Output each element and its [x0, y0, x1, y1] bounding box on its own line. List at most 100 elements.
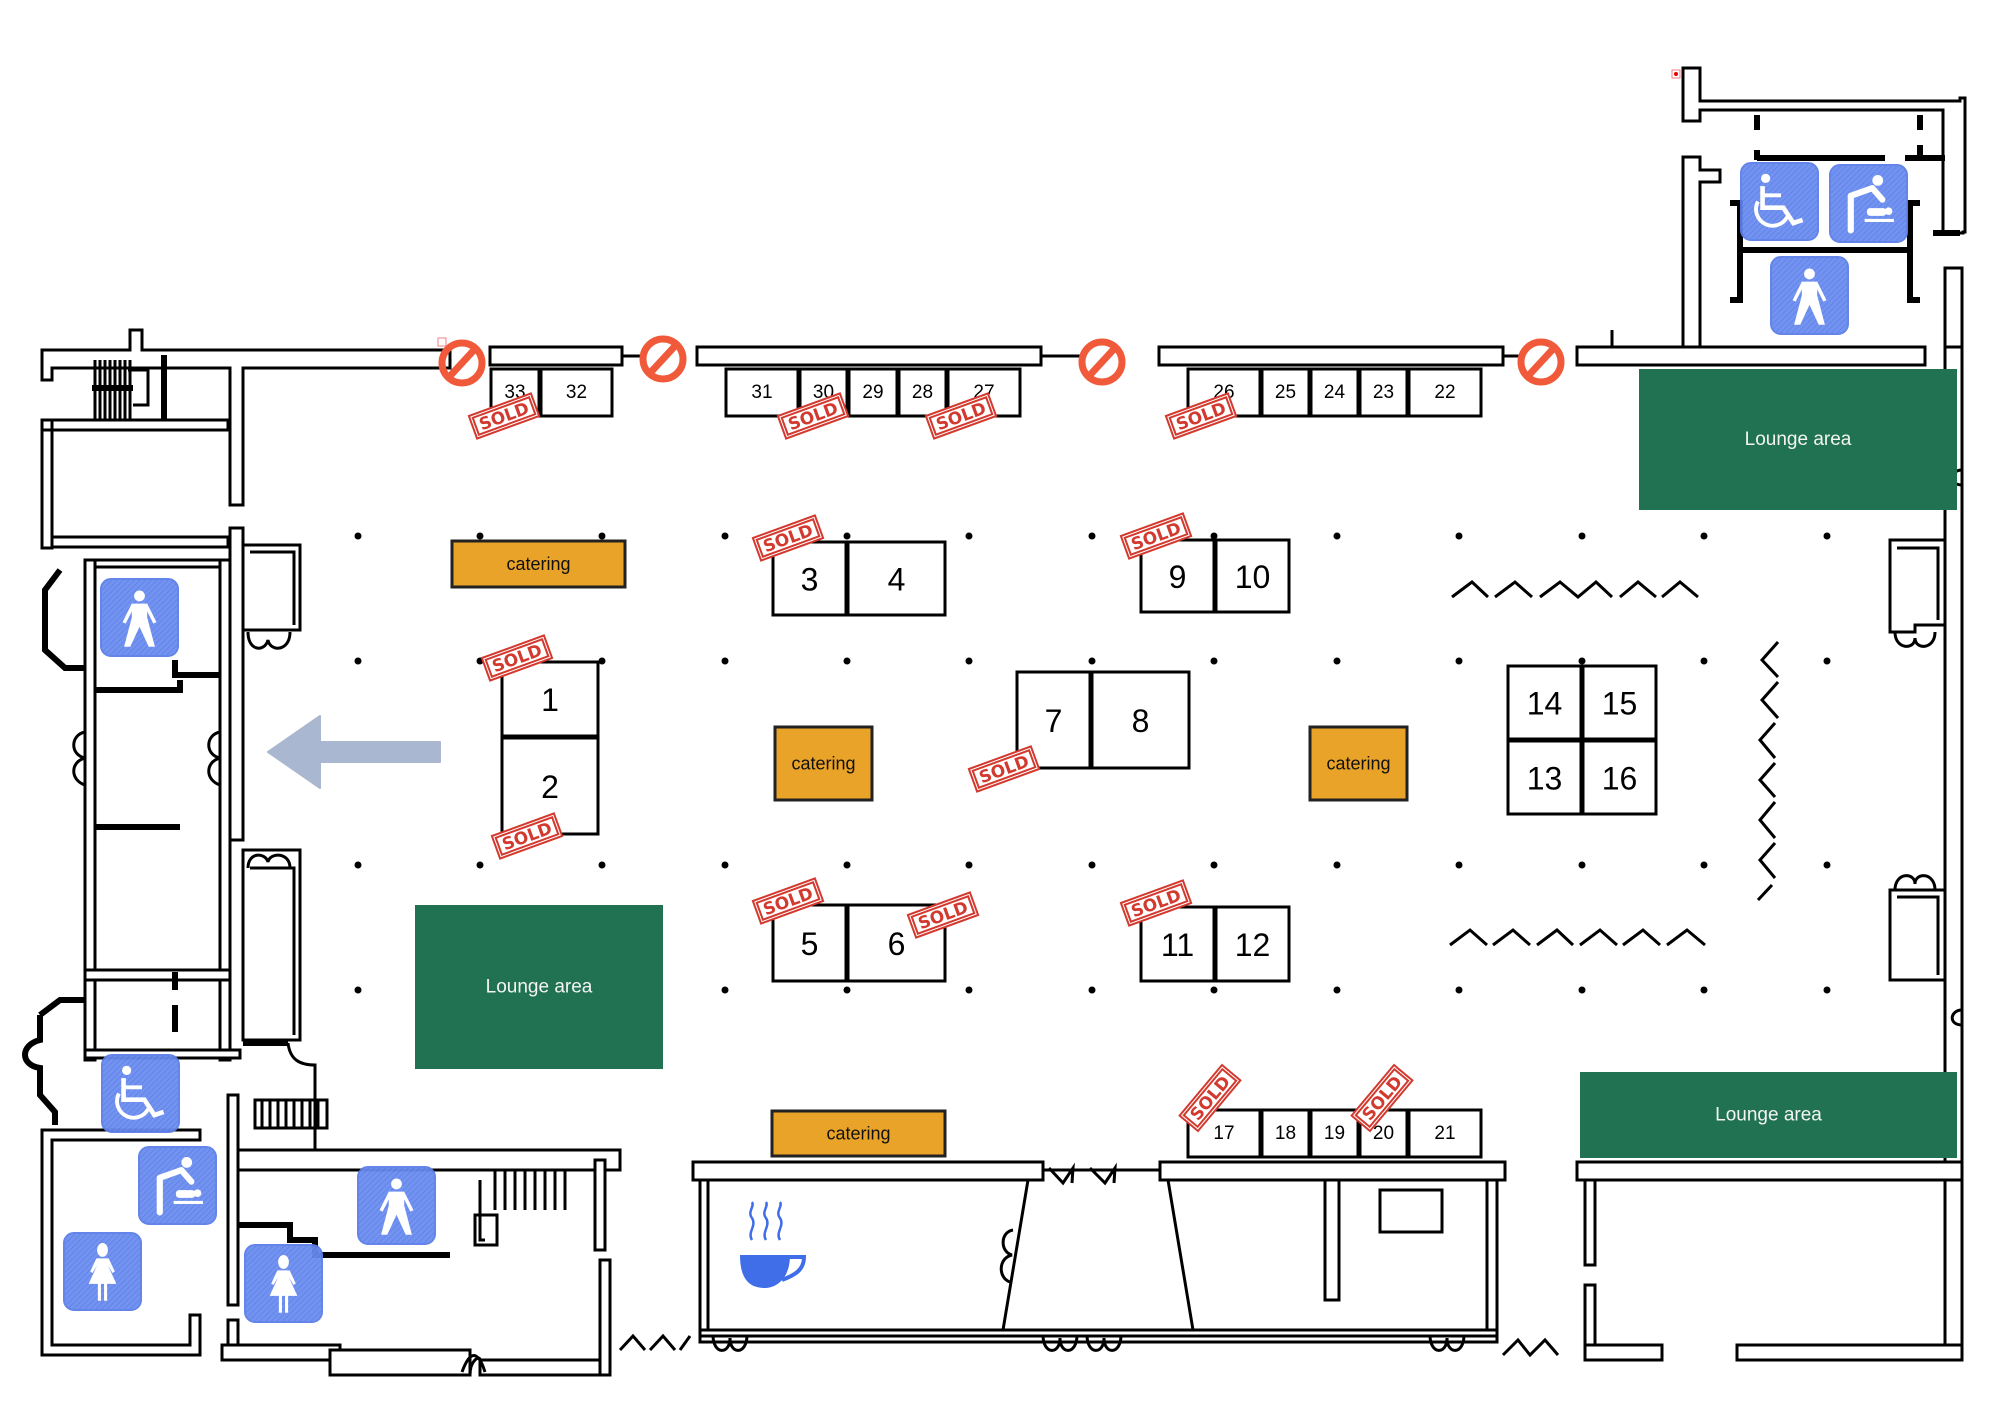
booth-14[interactable]: 14 [1506, 664, 1583, 741]
booth-15[interactable]: 15 [1581, 664, 1658, 741]
lounge-label: Lounge area [1715, 1105, 1822, 1126]
pillar [1700, 657, 1708, 665]
booth-5[interactable]: 5 [771, 903, 848, 983]
booth-number: 2 [541, 769, 559, 805]
booth-number: 21 [1434, 1123, 1455, 1144]
booth-number: 7 [1045, 703, 1063, 739]
booth-29[interactable]: 29 [847, 367, 899, 418]
booth-21[interactable]: 21 [1407, 1108, 1483, 1159]
wall-top-left [40, 328, 452, 507]
booth-18[interactable]: 18 [1260, 1108, 1311, 1159]
booth-19[interactable]: 19 [1309, 1108, 1360, 1159]
booth-number: 3 [801, 562, 819, 598]
female-toilet-icon [63, 1232, 142, 1311]
sold-stamp: SOLD [924, 392, 998, 440]
booth-number: 24 [1324, 382, 1346, 403]
booth-6[interactable]: 6 [846, 903, 947, 983]
booth-10[interactable]: 10 [1214, 538, 1291, 614]
wall-top-a [488, 345, 624, 367]
building-walls [22, 66, 1967, 1377]
pillar [843, 861, 851, 869]
pillar [1700, 532, 1708, 540]
booth-16[interactable]: 16 [1581, 739, 1658, 816]
booth-number: 19 [1324, 1123, 1345, 1144]
pillar [1823, 986, 1831, 994]
booth-22[interactable]: 22 [1407, 367, 1483, 418]
pillar [1333, 861, 1341, 869]
baby-change-icon [138, 1146, 217, 1225]
catering-area[interactable]: catering [770, 1109, 947, 1158]
booth-number: 28 [912, 382, 933, 403]
male-toilet-icon [1770, 256, 1849, 335]
wall-ne-block [1681, 66, 1967, 235]
booth-number: 16 [1602, 761, 1638, 797]
booth-13[interactable]: 13 [1506, 739, 1583, 816]
pillar [1455, 861, 1463, 869]
stairs-sw [253, 1098, 567, 1247]
catering-area[interactable]: catering [1308, 725, 1409, 802]
booth-number: 14 [1527, 686, 1563, 722]
booth-23[interactable]: 23 [1358, 367, 1409, 418]
booth-number: 15 [1602, 686, 1638, 722]
sold-stamp: SOLD [967, 745, 1041, 793]
pillar [354, 532, 362, 540]
booth-3[interactable]: 3 [771, 540, 848, 617]
pillar [1210, 861, 1218, 869]
pillar [476, 861, 484, 869]
pillar [1088, 532, 1096, 540]
lounge-area[interactable]: Lounge area [1639, 369, 1957, 510]
male-toilet-icon [357, 1166, 436, 1245]
booth-25[interactable]: 25 [1260, 367, 1311, 418]
baby-change-icon [1829, 164, 1908, 243]
partition-walls [1449, 579, 1780, 947]
no-entry-icon [1517, 338, 1565, 386]
pillar [598, 532, 606, 540]
catering-area[interactable]: catering [773, 725, 874, 802]
booth-number: 20 [1373, 1123, 1394, 1144]
booth-12[interactable]: 12 [1214, 905, 1291, 983]
lounge-area[interactable]: Lounge area [415, 905, 663, 1069]
booth-number: 31 [751, 382, 772, 403]
booth-number: 9 [1169, 559, 1187, 595]
booth-11[interactable]: 11 [1139, 905, 1216, 983]
pillar [843, 532, 851, 540]
booth-8[interactable]: 8 [1090, 670, 1191, 770]
booth-31[interactable]: 31 [724, 367, 800, 418]
catering-label: catering [826, 1124, 890, 1144]
wall-south-b [1158, 1160, 1507, 1182]
stairs-nw [92, 355, 167, 420]
booth-28[interactable]: 28 [897, 367, 948, 418]
pillar [1088, 657, 1096, 665]
pillar [1210, 986, 1218, 994]
wall-sw [40, 1128, 202, 1357]
wall-top-d [1575, 345, 1927, 367]
booth-number: 13 [1527, 761, 1563, 797]
catering-label: catering [506, 554, 570, 574]
pillar [1210, 532, 1218, 540]
pillar [965, 657, 973, 665]
pillar [1455, 532, 1463, 540]
booth-24[interactable]: 24 [1309, 367, 1360, 418]
booth-9[interactable]: 9 [1139, 538, 1216, 614]
pillar [1578, 532, 1586, 540]
pillar [1578, 861, 1586, 869]
catering-area[interactable]: catering [450, 539, 627, 589]
pillar [354, 861, 362, 869]
pillar [721, 861, 729, 869]
booth-4[interactable]: 4 [846, 540, 947, 617]
no-entry-icon [639, 335, 687, 383]
booth-number: 22 [1434, 382, 1455, 403]
lounge-area[interactable]: Lounge area [1580, 1072, 1957, 1158]
pillar [1210, 657, 1218, 665]
pillar [354, 657, 362, 665]
accessible-toilet-icon [1740, 162, 1819, 241]
booth-number: 5 [801, 926, 819, 962]
booth-32[interactable]: 32 [539, 367, 614, 418]
pillar [1578, 657, 1586, 665]
booth-number: 8 [1132, 703, 1150, 739]
booth-number: 25 [1275, 382, 1296, 403]
no-entry-icon [438, 339, 486, 387]
booth-1[interactable]: 1 [500, 660, 600, 738]
no-entry-icon [1078, 338, 1126, 386]
